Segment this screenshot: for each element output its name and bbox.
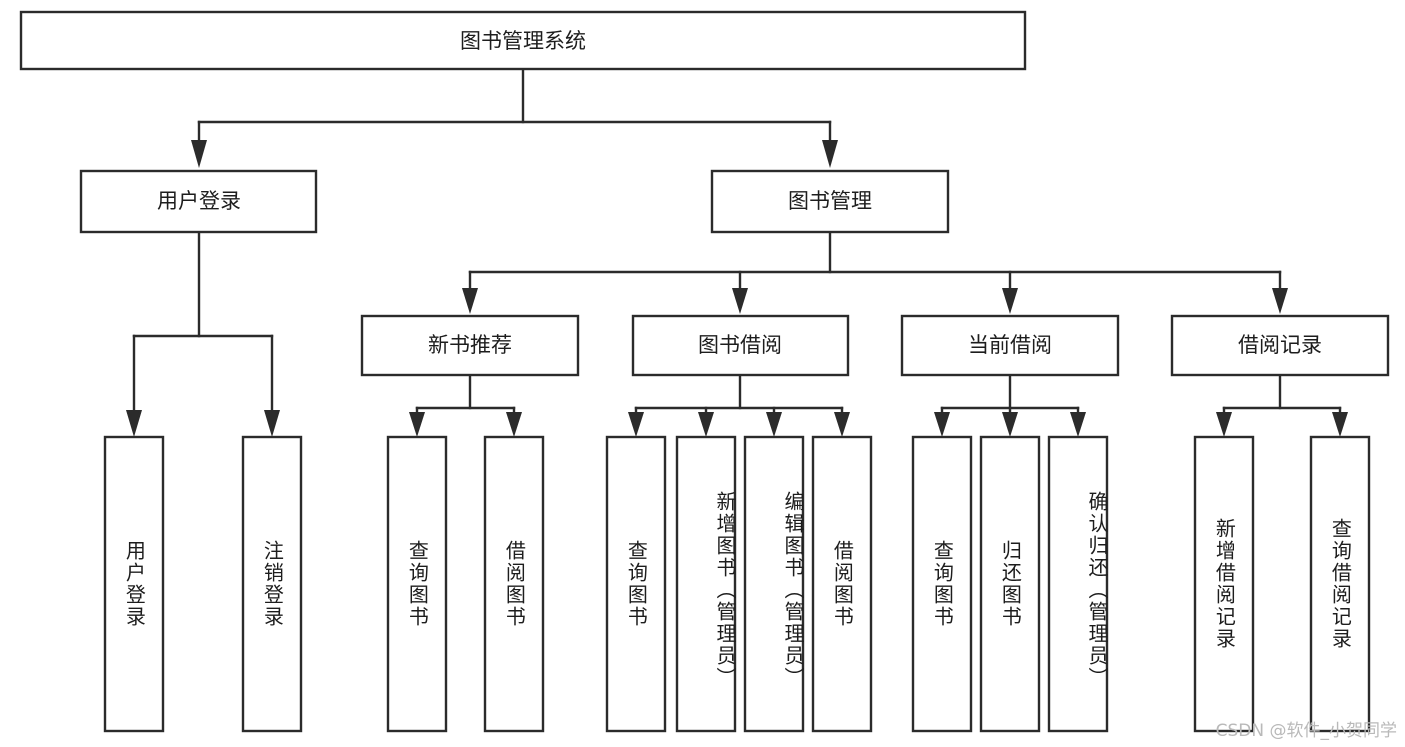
- edges-borrowrecord-to-leaves: [1216, 373, 1348, 437]
- node-book-borrow-box[interactable]: [631, 314, 850, 377]
- node-borrow-record[interactable]: 借阅记录: [1170, 314, 1390, 377]
- arrow-head-bookmgmt-0: [462, 288, 478, 314]
- arrow-head-currentborrow-1: [1002, 412, 1018, 437]
- node-book-management[interactable]: 图书管理: [710, 169, 950, 234]
- node-book-borrow-label: 图书借阅: [698, 333, 782, 357]
- edges-bookborrow-to-leaves: [628, 373, 850, 437]
- leaf-box-query-borrow-record[interactable]: [1309, 435, 1371, 733]
- node-new-book-recommend-label: 新书推荐: [428, 333, 512, 357]
- leaf-box-add-borrow-record[interactable]: [1193, 435, 1255, 733]
- arrow-head-bookborrow-3: [834, 412, 850, 437]
- node-current-borrow-label: 当前借阅: [968, 333, 1052, 357]
- arrow-head-userlogin-0: [126, 410, 142, 437]
- edges-newbook-to-leaves: [409, 373, 522, 437]
- arrow-head-bookmgmt-2: [1002, 288, 1018, 314]
- node-book-management-label: 图书管理: [788, 189, 872, 213]
- node-user-login[interactable]: 用户登录: [79, 169, 318, 234]
- leaf-box-edit-book-admin[interactable]: [743, 435, 805, 733]
- arrow-head-newbook-1: [506, 412, 522, 437]
- leaf-box-user-login[interactable]: [103, 435, 165, 733]
- leaf-box-confirm-return-admin[interactable]: [1047, 435, 1109, 733]
- leaf-box-query-book-newbook[interactable]: [386, 435, 448, 733]
- leaf-boxes: [103, 435, 1371, 733]
- edges-userlogin-to-leaves: [126, 230, 280, 437]
- arrow-head-bookborrow-0: [628, 412, 644, 437]
- node-new-book-recommend-box[interactable]: [360, 314, 580, 377]
- node-new-book-recommend[interactable]: 新书推荐: [360, 314, 580, 377]
- node-current-borrow-box[interactable]: [900, 314, 1120, 377]
- arrow-head-root-1: [822, 140, 838, 168]
- leaf-box-add-book-admin[interactable]: [675, 435, 737, 733]
- leaf-box-query-book-borrow[interactable]: [605, 435, 667, 733]
- arrow-head-bookmgmt-3: [1272, 288, 1288, 314]
- arrow-head-currentborrow-2: [1070, 412, 1086, 437]
- arrow-head-bookmgmt-1: [732, 288, 748, 314]
- node-borrow-record-box[interactable]: [1170, 314, 1390, 377]
- arrow-head-newbook-0: [409, 412, 425, 437]
- edges-currentborrow-to-leaves: [934, 373, 1086, 437]
- node-borrow-record-label: 借阅记录: [1238, 333, 1322, 357]
- leaf-box-logout[interactable]: [241, 435, 303, 733]
- arrow-head-borrowrecord-1: [1332, 412, 1348, 437]
- arrow-head-borrowrecord-0: [1216, 412, 1232, 437]
- arrow-head-currentborrow-0: [934, 412, 950, 437]
- node-root-box[interactable]: [19, 10, 1027, 71]
- edges-root-to-level2: [191, 67, 838, 168]
- node-user-login-box[interactable]: [79, 169, 318, 234]
- node-current-borrow[interactable]: 当前借阅: [900, 314, 1120, 377]
- leaf-box-borrow-book[interactable]: [811, 435, 873, 733]
- node-book-borrow[interactable]: 图书借阅: [631, 314, 850, 377]
- edges-bookmgmt-to-level3: [462, 230, 1288, 314]
- node-book-management-box[interactable]: [710, 169, 950, 234]
- csdn-watermark: CSDN @软件_小贺同学: [1215, 721, 1397, 741]
- arrow-head-bookborrow-2: [766, 412, 782, 437]
- leaf-box-borrow-book-newbook[interactable]: [483, 435, 545, 733]
- leaf-box-query-book-current[interactable]: [911, 435, 973, 733]
- node-root-label: 图书管理系统: [460, 29, 586, 53]
- arrow-head-root-0: [191, 140, 207, 168]
- node-root-book-management-system[interactable]: 图书管理系统: [19, 10, 1027, 71]
- leaf-box-return-book[interactable]: [979, 435, 1041, 733]
- arrow-head-bookborrow-1: [698, 412, 714, 437]
- node-user-login-label: 用户登录: [157, 189, 241, 213]
- arrow-head-userlogin-1: [264, 410, 280, 437]
